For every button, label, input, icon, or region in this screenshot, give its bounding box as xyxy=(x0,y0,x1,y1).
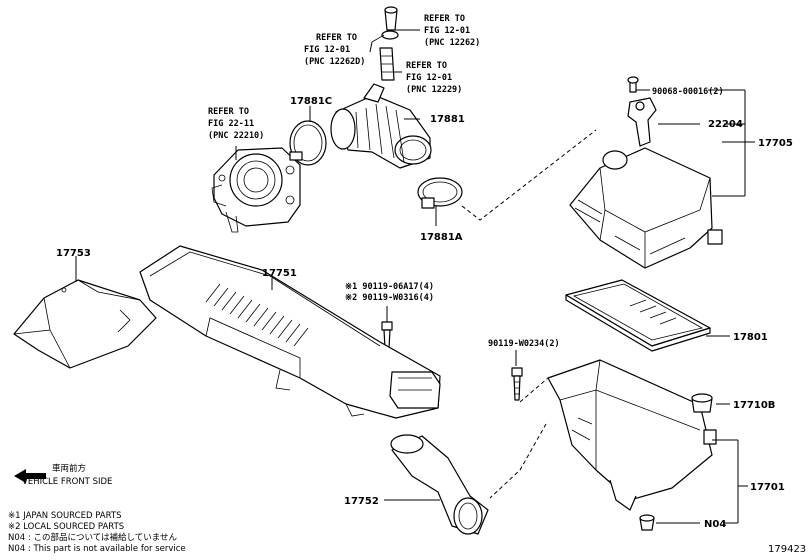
air-inlet-17752-drawing xyxy=(390,434,489,535)
label-90119-w0234[interactable]: 90119-W0234(2) xyxy=(488,339,560,349)
refer-to-pnc-12262[interactable]: REFER TO FIG 12-01 (PNC 12262) xyxy=(424,14,480,48)
label-17881c[interactable]: 17881C xyxy=(290,96,332,107)
label-17881[interactable]: 17881 xyxy=(430,114,465,125)
svg-text:REFER TO: REFER TO xyxy=(316,33,357,43)
legend-notes: ※1 JAPAN SOURCED PARTS ※2 LOCAL SOURCED … xyxy=(8,511,186,554)
note-n04-en: N04 : This part is not available for ser… xyxy=(8,544,186,554)
label-bolt-90119-06a17[interactable]: ※1 90119-06A17(4) xyxy=(345,282,434,292)
air-flow-meter-drawing xyxy=(627,76,657,147)
label-22204[interactable]: 22204 xyxy=(708,119,743,130)
resonator-drawing xyxy=(139,245,441,419)
bolt-90119-06a17-drawing xyxy=(381,321,393,349)
svg-text:REFER TO: REFER TO xyxy=(208,107,249,117)
label-17881a[interactable]: 17881A xyxy=(420,232,463,243)
svg-text:FIG 22-11: FIG 22-11 xyxy=(208,119,254,129)
intake-hose-drawing xyxy=(330,83,432,169)
arrow-label-jp: 車両前方 xyxy=(52,463,86,474)
figure-number: 179423 xyxy=(768,544,806,555)
svg-text:REFER TO: REFER TO xyxy=(424,14,465,24)
label-17710b[interactable]: 17710B xyxy=(733,400,775,411)
svg-text:(PNC 22210): (PNC 22210) xyxy=(208,131,264,141)
grommet-drawing xyxy=(691,393,713,413)
svg-text:FIG 12-01: FIG 12-01 xyxy=(424,26,470,36)
pcv-hose-drawing xyxy=(371,6,399,81)
label-17751[interactable]: 17751 xyxy=(262,268,297,279)
leader-lines xyxy=(75,29,755,524)
svg-text:(PNC 12229): (PNC 12229) xyxy=(406,85,462,95)
refer-to-pnc-22210[interactable]: REFER TO FIG 22-11 (PNC 22210) xyxy=(208,107,264,141)
air-filter-element-drawing xyxy=(565,279,711,352)
svg-text:FIG 12-01: FIG 12-01 xyxy=(304,45,350,55)
assembly-dashed-lines xyxy=(461,129,597,499)
svg-text:(PNC 12262): (PNC 12262) xyxy=(424,38,480,48)
n04-part-drawing xyxy=(639,514,655,531)
throttle-body-drawing xyxy=(211,147,301,233)
label-n04[interactable]: N04 xyxy=(704,519,726,530)
note-japan-sourced: ※1 JAPAN SOURCED PARTS xyxy=(8,511,121,521)
note-local-sourced: ※2 LOCAL SOURCED PARTS xyxy=(8,522,124,532)
label-17801[interactable]: 17801 xyxy=(733,332,768,343)
bolt-90119-w0234-drawing xyxy=(511,367,523,401)
lower-air-cleaner-case-drawing xyxy=(547,359,717,511)
air-duct-17753-drawing xyxy=(13,279,157,369)
refer-to-pnc-12229[interactable]: REFER TO FIG 12-01 (PNC 12229) xyxy=(406,61,462,95)
svg-text:REFER TO: REFER TO xyxy=(406,61,447,71)
arrow-left-icon xyxy=(14,469,46,483)
clamp-17881a-drawing xyxy=(417,177,463,209)
svg-text:FIG 12-01: FIG 12-01 xyxy=(406,73,452,83)
label-17705[interactable]: 17705 xyxy=(758,138,793,149)
note-n04-jp: N04 : この部品については補給していません xyxy=(8,532,178,543)
refer-to-pnc-12262d[interactable]: REFER TO FIG 12-01 (PNC 12262D) xyxy=(304,33,365,67)
label-17701[interactable]: 17701 xyxy=(750,482,785,493)
label-bolt-90119-w0316[interactable]: ※2 90119-W0316(4) xyxy=(345,293,434,303)
clamp-17881c-drawing xyxy=(289,120,327,166)
arrow-label-en: VEHICLE FRONT SIDE xyxy=(22,477,112,487)
label-17752[interactable]: 17752 xyxy=(344,496,379,507)
label-17753[interactable]: 17753 xyxy=(56,248,91,259)
svg-text:(PNC 12262D): (PNC 12262D) xyxy=(304,57,365,67)
label-90068-00016[interactable]: 90068-00016(2) xyxy=(652,87,724,97)
vehicle-front-arrow: 車両前方 VEHICLE FRONT SIDE xyxy=(14,463,112,487)
upper-air-cleaner-case-drawing xyxy=(569,147,723,269)
